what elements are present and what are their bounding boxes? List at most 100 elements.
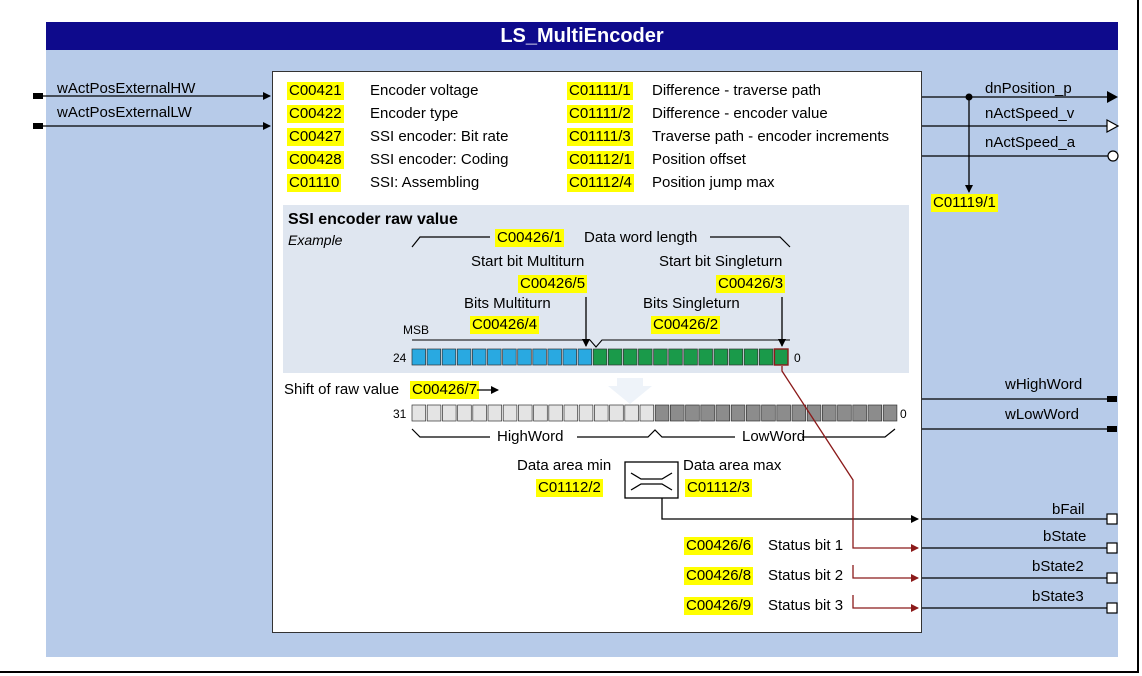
output-wire-bfail (922, 513, 1118, 525)
output-label-whighword: wHighWord (1005, 376, 1083, 393)
raw-value-title: SSI encoder raw value (288, 211, 458, 228)
output-label-wlowword: wLowWord (1005, 406, 1079, 423)
bit-cell (761, 404, 776, 422)
bit-cell (457, 404, 472, 422)
raw-value-bits (411, 348, 789, 366)
param-label: Difference - traverse path (652, 82, 821, 99)
bit-cell (547, 348, 562, 366)
bit-cell (638, 348, 653, 366)
start-singleturn-label: Start bit Singleturn (659, 253, 783, 270)
input-wire-hw (33, 92, 271, 100)
bit-cell (746, 404, 761, 422)
bit-cell (562, 348, 577, 366)
output-label-position: dnPosition_p (985, 80, 1072, 97)
bit-cell (867, 404, 883, 422)
bit-cell (426, 348, 442, 366)
param-code: C00422 (287, 105, 344, 123)
param-label: Position jump max (652, 174, 775, 191)
output-label-bstate2: bState2 (1032, 558, 1084, 575)
bit-cell (653, 348, 668, 366)
bit-cell (774, 348, 789, 366)
data-area-limiter-icon (624, 461, 679, 499)
bit-cell (700, 404, 715, 422)
status-bit-2-wire (852, 565, 919, 582)
bit-cell (683, 348, 698, 366)
raw-value-panel (283, 205, 909, 373)
bit-cell (518, 404, 533, 422)
param-code: C01112/4 (567, 174, 634, 192)
shift-bit-0-label: 0 (900, 407, 907, 421)
output-label-speed-a: nActSpeed_a (985, 134, 1076, 151)
shifted-value-bits (411, 404, 898, 422)
status-bit-1-wire (781, 366, 919, 552)
bit-cell (698, 348, 713, 366)
input-label-hw: wActPosExternalHW (57, 80, 196, 97)
bit-cell (502, 348, 517, 366)
bfail-internal-wire (661, 498, 919, 523)
word-length-code: C00426/1 (495, 229, 565, 247)
start-multiturn-code: C00426/5 (518, 275, 588, 293)
bits-singleturn-code: C00426/2 (651, 316, 721, 334)
bit-cell (563, 404, 579, 422)
param-label: Encoder voltage (370, 82, 479, 99)
bit-cell (685, 404, 700, 422)
bit-cell (592, 348, 608, 366)
word-length-label: Data word length (584, 229, 698, 246)
start-singleturn-code: C00426/3 (716, 275, 786, 293)
param-label: Traverse path - encoder increments (652, 128, 890, 145)
bit-cell (654, 404, 670, 422)
output-wire-wlowword (922, 426, 1117, 432)
status-bit-cell-outline (773, 348, 789, 366)
param-label: Encoder type (370, 105, 459, 122)
output-wire-position (922, 91, 1118, 193)
bit-cell (713, 348, 728, 366)
bit-cell (609, 404, 624, 422)
bit-cell (852, 404, 867, 422)
bit-cell (532, 348, 547, 366)
bit-cell (668, 348, 683, 366)
param-label: SSI encoder: Coding (370, 151, 509, 168)
shift-code: C00426/7 (410, 381, 480, 399)
status-label: Status bit 3 (768, 597, 844, 614)
word-split-bracket (411, 428, 896, 438)
output-code-c01119: C01119/1 (931, 194, 998, 212)
bit-cell (728, 348, 744, 366)
data-area-max-code: C01112/3 (685, 479, 752, 497)
bit-cell (442, 404, 457, 422)
param-code: C00427 (287, 128, 344, 146)
bits-multiturn-code: C00426/4 (470, 316, 540, 334)
bit-cell (623, 348, 638, 366)
bit-cell (882, 404, 898, 422)
param-code: C00428 (287, 151, 344, 169)
bit-cell (578, 404, 594, 422)
msb-label: MSB (403, 323, 430, 337)
raw-bit-24-label: 24 (393, 351, 407, 365)
data-area-max-label: Data area max (683, 457, 782, 474)
bit-cell (758, 348, 774, 366)
param-code: C01111/3 (567, 128, 633, 146)
lowword-label: LowWord (742, 428, 806, 445)
bit-cell (743, 348, 759, 366)
param-label: Position offset (652, 151, 746, 168)
start-multiturn-label: Start bit Multiturn (471, 253, 585, 270)
status-code: C00426/6 (684, 537, 754, 555)
bit-cell (456, 348, 472, 366)
bit-cell (472, 404, 487, 422)
bit-cell (517, 348, 532, 366)
bit-cell (715, 404, 731, 422)
status-label: Status bit 1 (768, 537, 844, 554)
bits-singleturn-label: Bits Singleturn (643, 295, 740, 312)
bit-cell (791, 404, 807, 422)
shift-bit-31-label: 31 (393, 407, 407, 421)
block-title: LS_MultiEncoder (46, 22, 1118, 50)
output-label-speed-v: nActSpeed_v (985, 105, 1075, 122)
bit-cell (639, 404, 655, 422)
param-code: C01111/1 (567, 82, 633, 100)
raw-value-example: Example (288, 232, 343, 248)
bit-cell (411, 404, 427, 422)
status-code: C00426/9 (684, 597, 754, 615)
output-wire-bstate (922, 542, 1118, 554)
bits-multiturn-label: Bits Multiturn (464, 295, 551, 312)
param-code: C00421 (287, 82, 344, 100)
output-label-bstate: bState (1043, 528, 1087, 545)
